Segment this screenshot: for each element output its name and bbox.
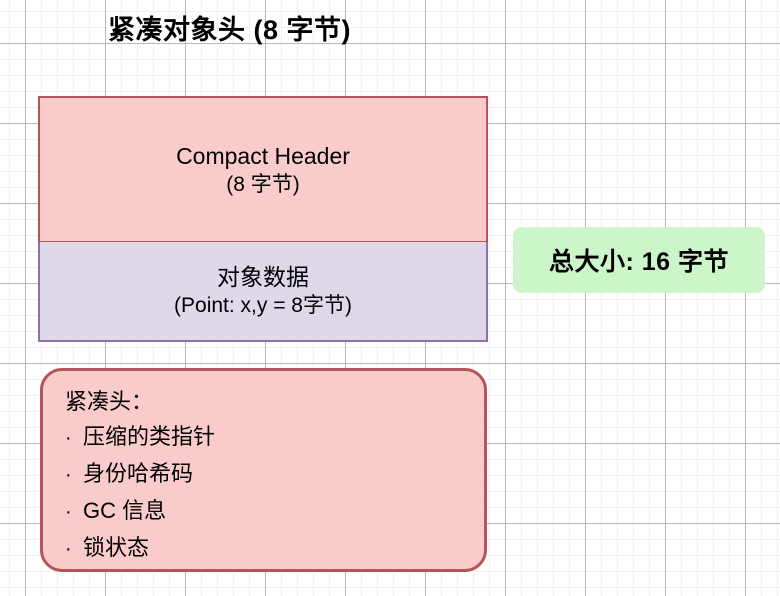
memory-block-object-data: 对象数据 (Point: x,y = 8字节) — [38, 242, 488, 342]
list-item-label: 锁状态 — [83, 535, 150, 560]
total-size-badge: 总大小: 16 字节 — [513, 227, 765, 293]
compact-header-details-callout: 紧凑头： · 压缩的类指针 · 身份哈希码 · GC 信息 · 锁状态 — [40, 368, 487, 572]
total-size-label: 总大小: 16 字节 — [548, 248, 730, 276]
details-list: · 压缩的类指针 · 身份哈希码 · GC 信息 · 锁状态 — [65, 419, 484, 567]
bullet-icon: · — [65, 464, 72, 486]
object-data-size: (Point: x,y = 8字节) — [174, 294, 352, 317]
list-item-label: GC 信息 — [83, 498, 167, 523]
list-item: · 压缩的类指针 — [65, 419, 484, 456]
bullet-icon: · — [65, 538, 72, 560]
list-item: · 锁状态 — [65, 530, 484, 567]
list-item-label: 身份哈希码 — [83, 461, 194, 486]
object-data-label: 对象数据 — [217, 264, 309, 290]
list-item-label: 压缩的类指针 — [83, 424, 216, 449]
list-item: · 身份哈希码 — [65, 456, 484, 493]
memory-block-compact-header: Compact Header (8 字节) — [38, 96, 488, 243]
page-title: 紧凑对象头 (8 字节) — [108, 15, 352, 45]
list-item: · GC 信息 — [65, 493, 484, 530]
compact-header-label: Compact Header — [176, 142, 350, 169]
compact-header-size: (8 字节) — [226, 172, 300, 196]
bullet-icon: · — [65, 501, 72, 523]
memory-layout-stack: Compact Header (8 字节) 对象数据 (Point: x,y =… — [38, 96, 488, 342]
bullet-icon: · — [65, 427, 72, 449]
details-heading: 紧凑头： — [65, 389, 154, 414]
